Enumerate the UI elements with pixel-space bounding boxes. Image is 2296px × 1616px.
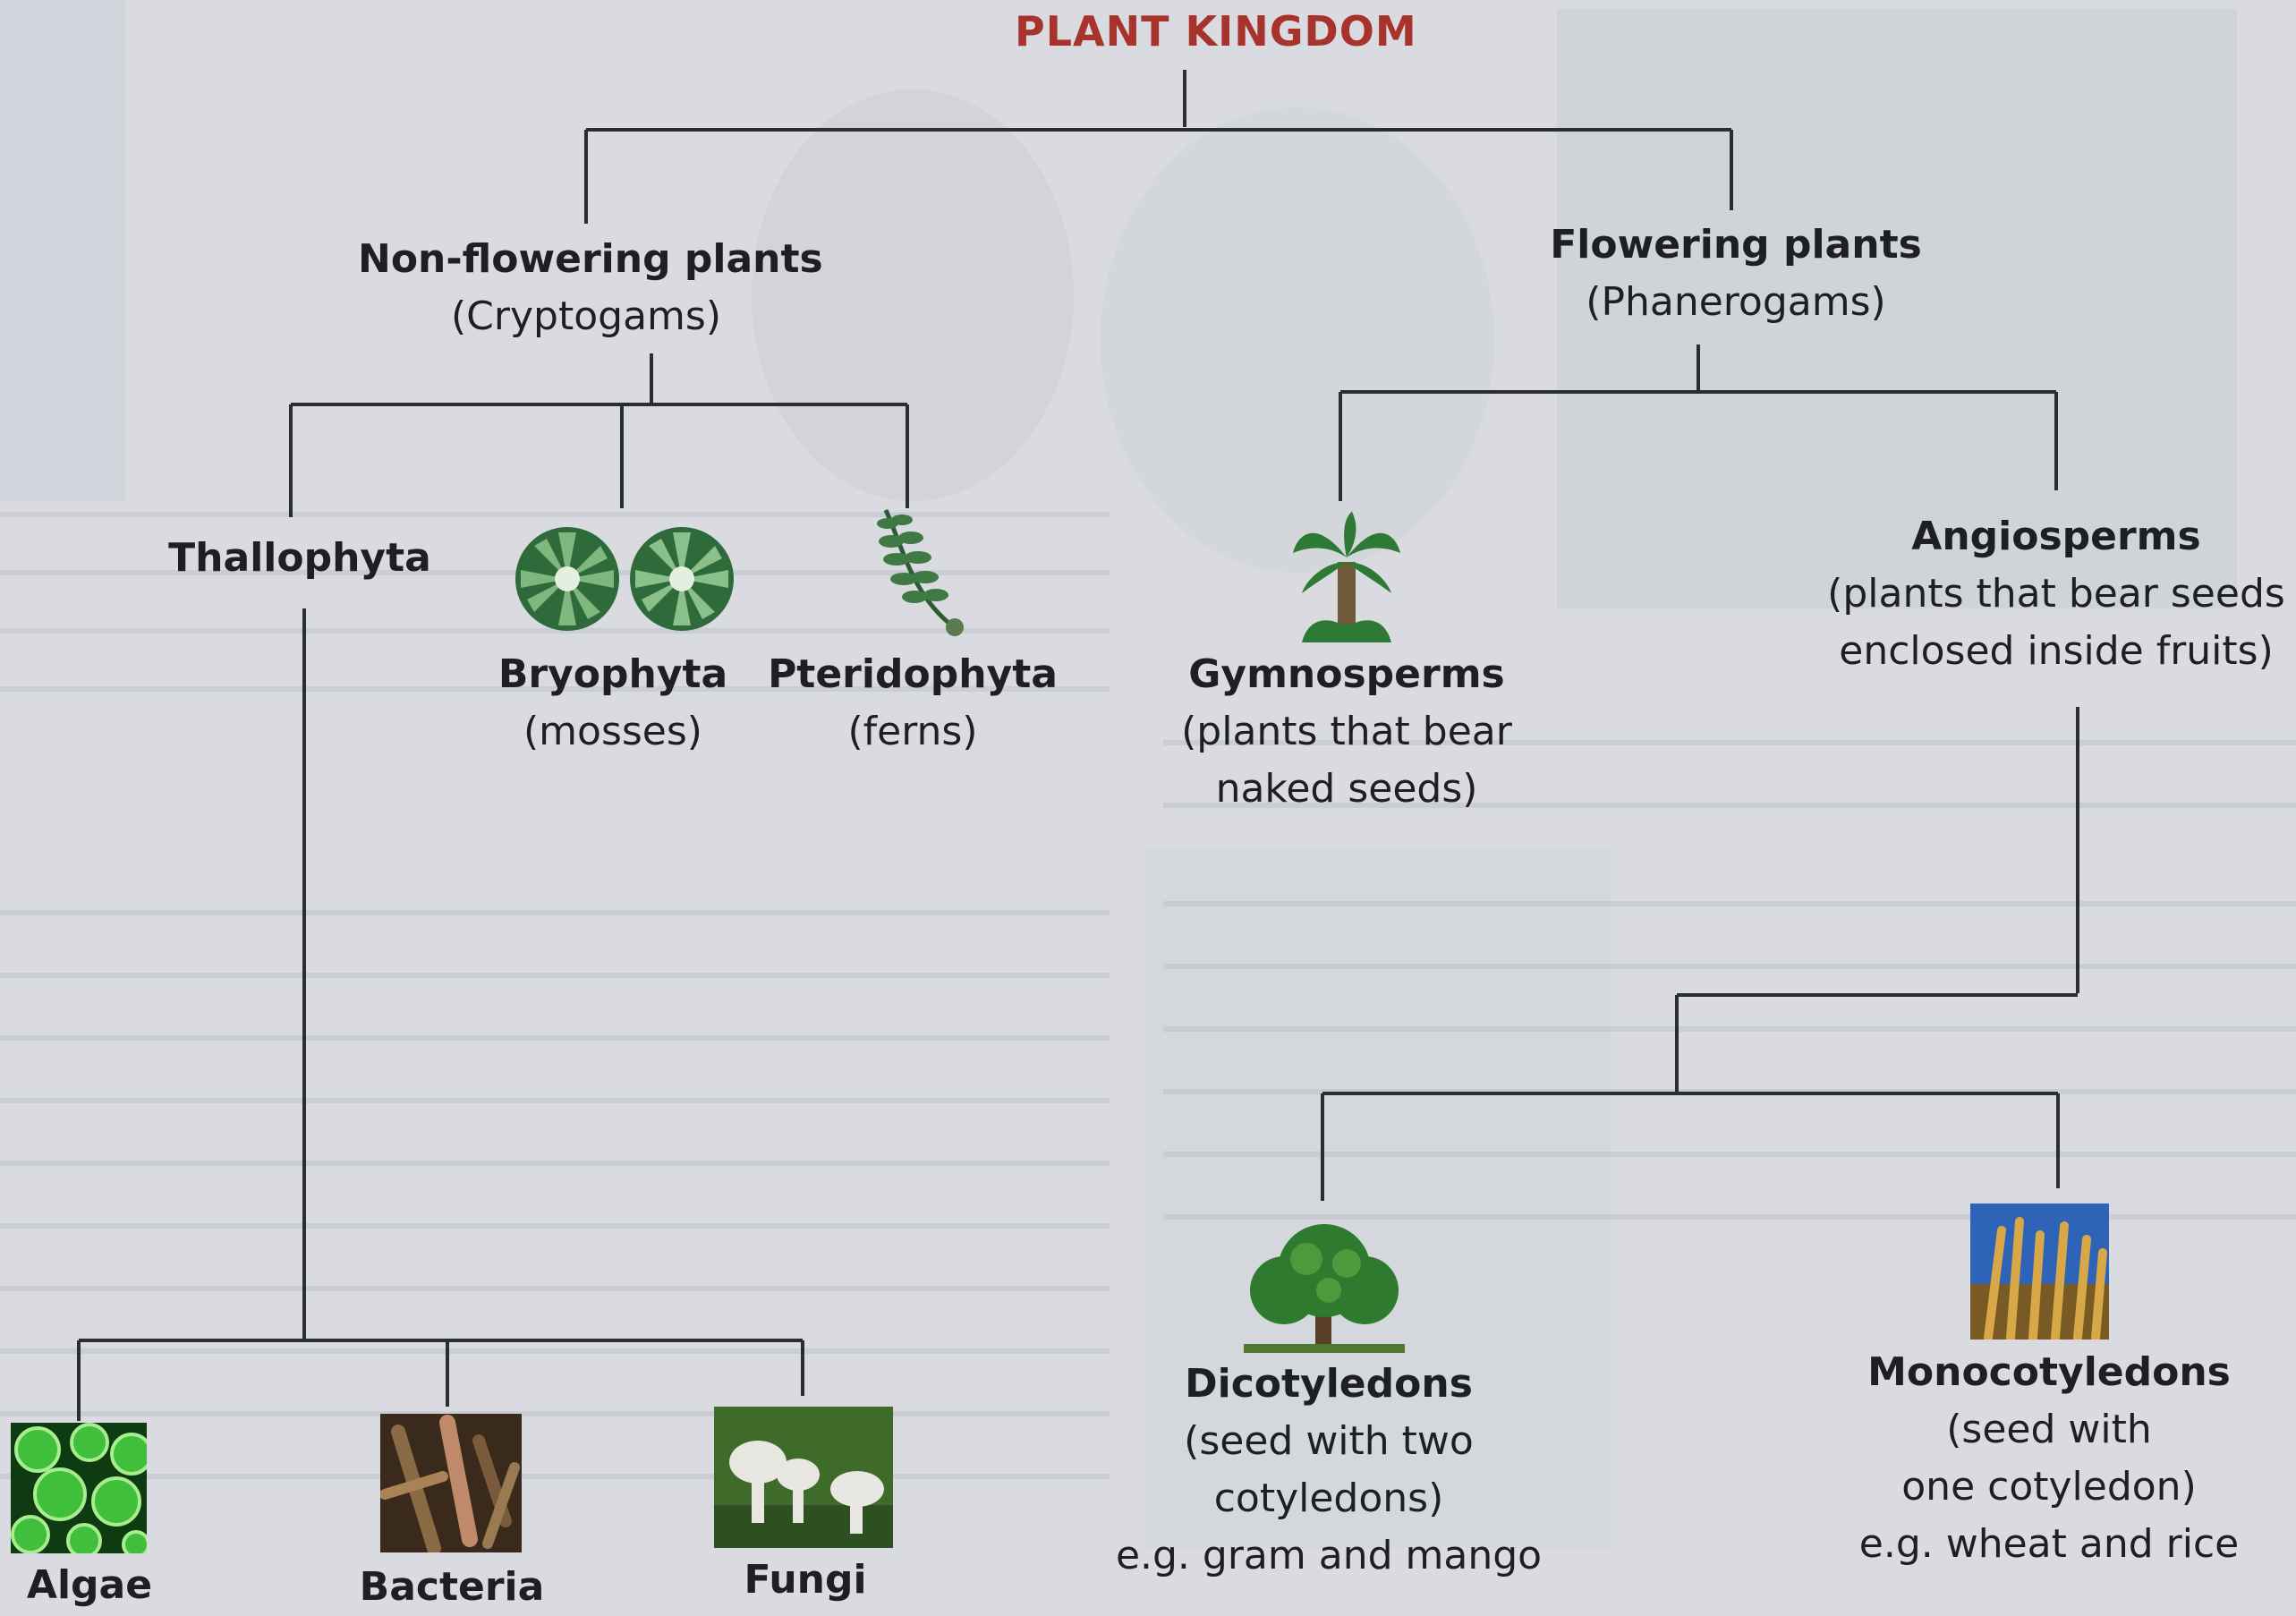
wheat-image [1970, 1203, 2109, 1340]
thallophyta-title: Thallophyta [143, 530, 456, 587]
non-flowering-title: Non-flowering plants [358, 231, 814, 288]
dicot-title: Dicotyledons [1092, 1356, 1566, 1413]
monocot-line1: (seed with [1816, 1401, 2282, 1459]
flowering-title: Flowering plants [1503, 217, 1969, 274]
bacteria-node: Bacteria [358, 1559, 546, 1616]
fungi-title: Fungi [707, 1552, 904, 1609]
monocot-example: e.g. wheat and rice [1816, 1516, 2282, 1573]
dicot-example: e.g. gram and mango [1092, 1527, 1566, 1585]
monocot-node: Monocotyledons (seed with one cotyledon)… [1816, 1344, 2282, 1573]
bacteria-title: Bacteria [358, 1559, 546, 1616]
non-flowering-node: Non-flowering plants (Cryptogams) [358, 231, 814, 345]
angiosperms-line2: enclosed inside fruits) [1816, 623, 2296, 680]
gymnosperms-title: Gymnosperms [1145, 646, 1548, 703]
fern-icon [868, 506, 966, 640]
fungi-node: Fungi [707, 1552, 904, 1609]
pteridophyta-node: Pteridophyta (ferns) [761, 646, 1065, 761]
non-flowering-sub: (Cryptogams) [358, 288, 814, 345]
root-title: PLANT KINGDOM [1015, 7, 1417, 55]
dicot-line2: cotyledons) [1092, 1470, 1566, 1527]
bryophyta-title: Bryophyta [474, 646, 752, 703]
bacteria-image [380, 1414, 522, 1552]
cycad-icon [1288, 508, 1405, 647]
dicot-node: Dicotyledons (seed with two cotyledons) … [1092, 1356, 1566, 1585]
flowering-node: Flowering plants (Phanerogams) [1503, 217, 1969, 331]
angiosperms-title: Angiosperms [1816, 508, 2296, 566]
algae-image [11, 1423, 147, 1553]
algae-title: Algae [18, 1557, 161, 1614]
monocot-title: Monocotyledons [1816, 1344, 2282, 1401]
gymnosperms-node: Gymnosperms (plants that bear naked seed… [1145, 646, 1548, 818]
dicot-line1: (seed with two [1092, 1413, 1566, 1470]
bryophyta-node: Bryophyta (mosses) [474, 646, 752, 761]
flowering-sub: (Phanerogams) [1503, 274, 1969, 331]
moss-icon [512, 523, 736, 635]
pteridophyta-title: Pteridophyta [761, 646, 1065, 703]
gymnosperms-line1: (plants that bear [1145, 703, 1548, 761]
angiosperms-node: Angiosperms (plants that bear seeds encl… [1816, 508, 2296, 680]
thallophyta-node: Thallophyta [143, 530, 456, 587]
mushroom-image [714, 1407, 893, 1548]
angiosperms-line1: (plants that bear seeds [1816, 566, 2296, 623]
bryophyta-sub: (mosses) [474, 703, 752, 761]
pteridophyta-sub: (ferns) [761, 703, 1065, 761]
algae-node: Algae [18, 1557, 161, 1614]
tree-image [1244, 1219, 1405, 1353]
monocot-line2: one cotyledon) [1816, 1459, 2282, 1516]
gymnosperms-line2: naked seeds) [1145, 761, 1548, 818]
